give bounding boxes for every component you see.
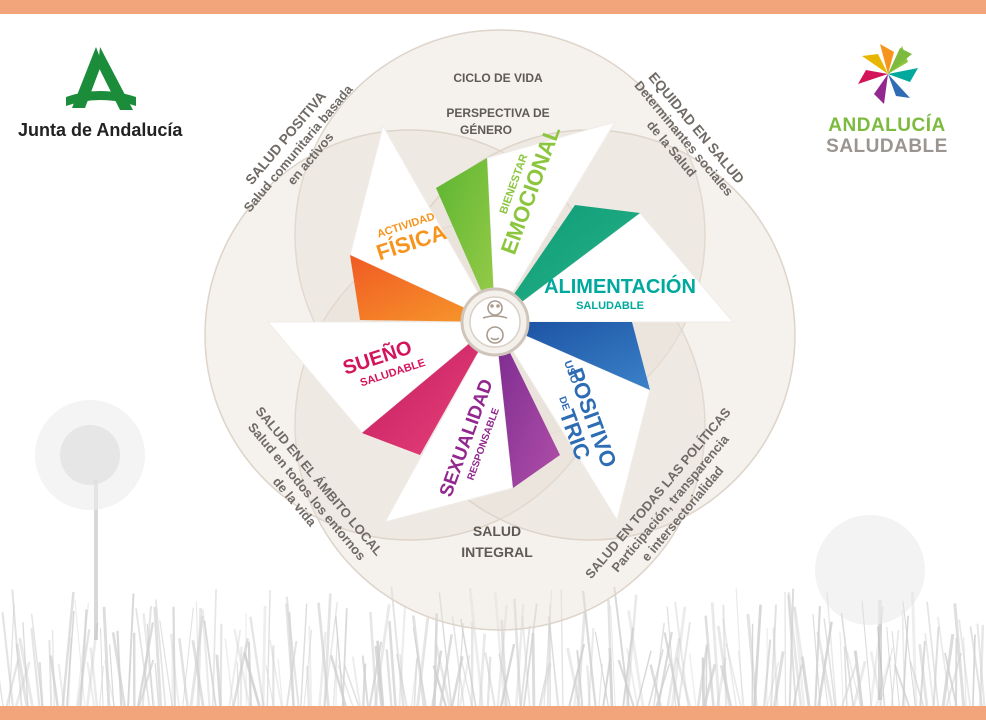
label-integral: INTEGRAL bbox=[461, 544, 533, 560]
blade-color-tric bbox=[495, 322, 650, 390]
alimentacion-big: ALIMENTACIÓN bbox=[544, 274, 696, 298]
hub bbox=[460, 287, 530, 357]
label-genero: GÉNERO bbox=[460, 122, 512, 137]
andalucia-logo-line2: SALUDABLE bbox=[826, 136, 948, 157]
dandelion-left bbox=[35, 400, 145, 640]
blade-color-sexualidad bbox=[495, 322, 560, 488]
blade-color-alimentacion bbox=[495, 205, 640, 322]
bottom-band bbox=[0, 706, 986, 720]
label-ciclo-vida: CICLO DE VIDA bbox=[453, 71, 543, 85]
pinwheel bbox=[266, 121, 735, 523]
family-icon bbox=[482, 300, 508, 344]
top-band bbox=[0, 0, 986, 14]
blade-color-actividad bbox=[350, 255, 495, 322]
grass-decoration bbox=[0, 586, 986, 707]
alimentacion-small: SALUDABLE bbox=[576, 300, 644, 312]
label-alimentacion: ALIMENTACIÓN SALUDABLE bbox=[544, 274, 696, 312]
andalucia-saludable-logo bbox=[858, 44, 918, 104]
andalucia-logo-line1: ANDALUCÍA bbox=[828, 115, 946, 136]
blade-color-bienestar bbox=[436, 158, 495, 322]
tric-small2: DE bbox=[556, 395, 571, 412]
junta-logo-mark bbox=[66, 47, 136, 110]
dandelion-right bbox=[815, 515, 925, 700]
junta-logo-text: Junta de Andalucía bbox=[18, 120, 183, 140]
label-perspectiva: PERSPECTIVA DE bbox=[446, 106, 549, 120]
blade-color-sueno bbox=[362, 322, 495, 455]
label-salud: SALUD bbox=[473, 523, 521, 539]
